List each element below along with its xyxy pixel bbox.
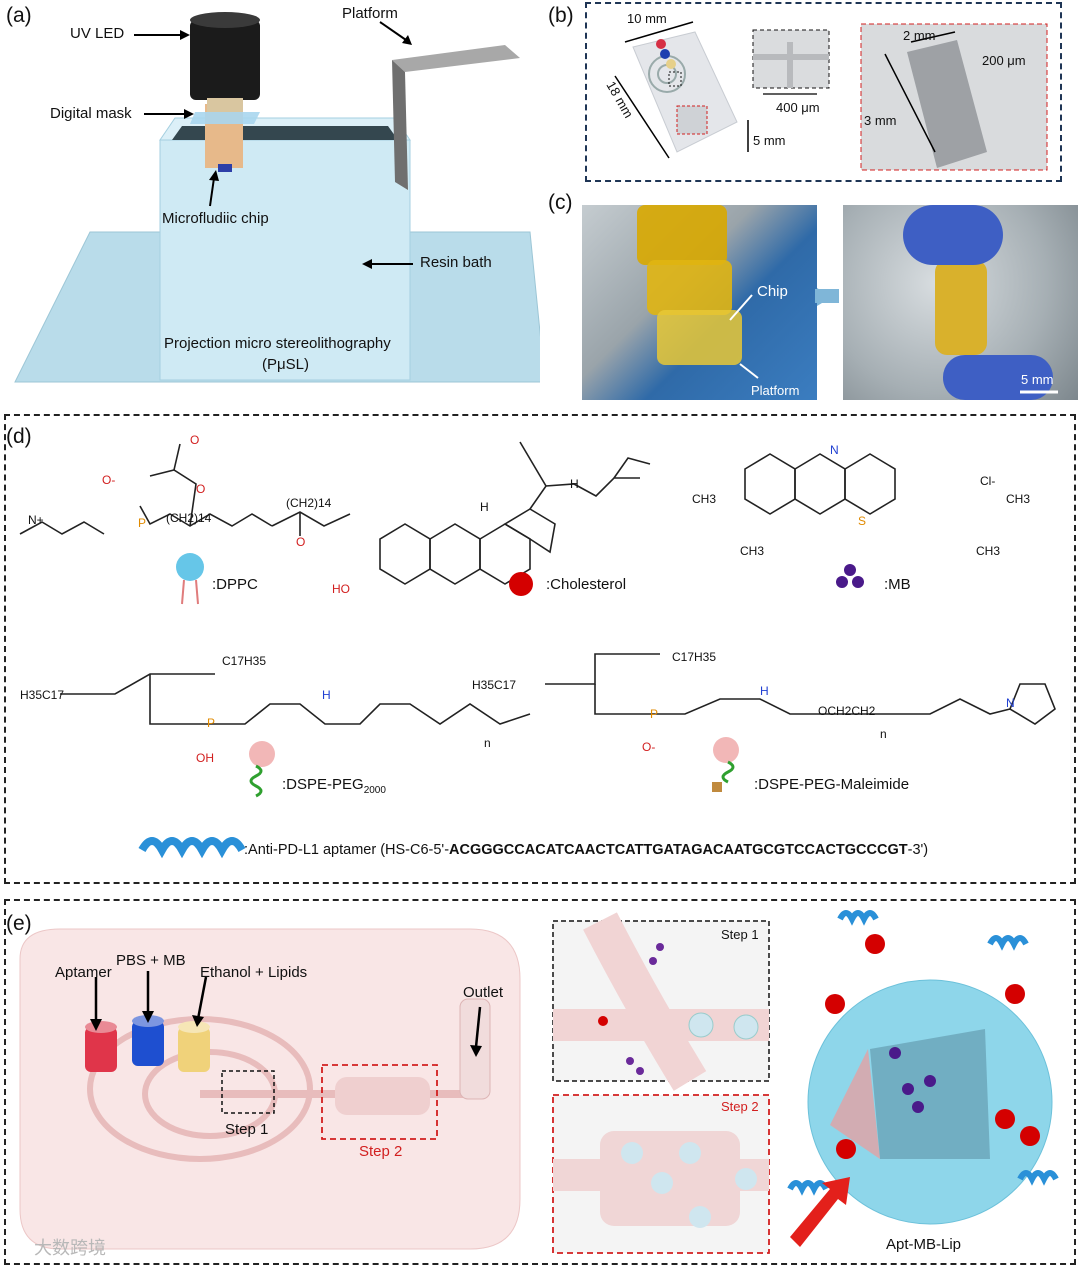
microfluidic-chip-illustration (19, 910, 1059, 1254)
panel-e-label: (e) (6, 912, 32, 935)
chem-h-2: H (480, 500, 489, 514)
panel-d-frame (4, 414, 1076, 884)
step2-zoom-label: Step 2 (721, 1099, 759, 1114)
chem-o-1: O (190, 433, 200, 447)
chem-ch2-14-a: (CH2)14 (166, 511, 212, 525)
chem-ch3-4: CH3 (976, 544, 1001, 558)
cholesterol-icon (509, 572, 533, 596)
chem-n-mb: N (830, 443, 839, 457)
chem-n-plus: N+ (28, 513, 44, 527)
panel-b-frame (585, 2, 1062, 182)
product-label: Apt-MB-Lip (886, 1236, 962, 1253)
legend-dspe-peg-sub: 2000 (363, 785, 386, 796)
panel-b-label: (b) (548, 4, 574, 27)
dim-2mm: 2 mm (903, 28, 936, 43)
inlet-aptamer-label: Aptamer (55, 964, 112, 981)
uv-led-label: UV LED (70, 25, 125, 42)
chem-p-3: P (650, 707, 659, 721)
aptamer-suffix: -3') (907, 842, 929, 858)
platform-photo-label: Platform (751, 383, 800, 398)
chem-oh: OH (196, 751, 214, 765)
legend-icons (138, 553, 864, 859)
step1-chip-label: Step 1 (225, 1121, 269, 1138)
molecular-structures (19, 441, 1056, 725)
chem-c17h35-b: C17H35 (672, 650, 717, 664)
pusl-label-line2: (PμSL) (262, 356, 309, 373)
pusl-label-line1: Projection micro stereolithography (164, 335, 391, 352)
step2-chip-label: Step 2 (359, 1143, 403, 1160)
legend-dspe-mal: :DSPE-PEG-Maleimide (754, 776, 910, 793)
legend-dspe-peg-text: :DSPE-PEG (282, 776, 364, 793)
chem-ch2-14-b: (CH2)14 (286, 496, 332, 510)
scale-bar-label: 5 mm (1021, 372, 1054, 387)
chem-och2ch2: OCH2CH2 (818, 704, 876, 718)
chip-dimension-illustration (614, 21, 1048, 171)
dppc-icon (176, 553, 204, 581)
chem-ch3-3: CH3 (1006, 492, 1031, 506)
pusl-setup-illustration (14, 12, 540, 383)
chem-ch3-2: CH3 (740, 544, 765, 558)
chem-p-1: P (138, 516, 147, 530)
legend-dppc: :DPPC (212, 576, 258, 593)
platform-label: Platform (342, 5, 398, 22)
chem-p-2: P (207, 716, 216, 730)
printed-chips-photo (582, 205, 817, 400)
dim-10mm: 10 mm (627, 11, 667, 26)
chem-o-2: O (196, 482, 206, 496)
chem-ch3-1: CH3 (692, 492, 717, 506)
chem-n-sub-2: n (880, 727, 887, 741)
panel-a-label: (a) (6, 4, 32, 27)
legend-cholesterol: :Cholesterol (546, 576, 627, 593)
outlet-label: Outlet (463, 984, 504, 1001)
digital-mask-label: Digital mask (50, 105, 132, 122)
dim-400um: 400 μm (776, 100, 820, 115)
held-chip-photo (843, 205, 1078, 400)
dim-3mm: 3 mm (864, 113, 897, 128)
panel-e-frame (4, 899, 1076, 1265)
chem-h-1: H (570, 477, 579, 491)
chem-c17h35-a: C17H35 (222, 654, 267, 668)
legend-aptamer: :Anti-PD-L1 aptamer (HS-C6-5'-ACGGGCCACA… (244, 842, 928, 858)
chem-nh-2: H (760, 684, 769, 698)
inlet-ethanol-lipids-label: Ethanol + Lipids (200, 964, 308, 981)
chem-cl: Cl- (980, 474, 996, 488)
chem-o-minus-2: O- (642, 740, 656, 754)
dspe-mal-icon (713, 737, 739, 763)
legend-dspe-peg: :DSPE-PEG2000 (282, 776, 386, 796)
chem-h35c17-b: H35C17 (472, 678, 517, 692)
aptamer-sequence: ACGGGCCACATCAACTCATTGATAGACAATGCGTCCACTG… (449, 842, 908, 858)
chem-o-3: O (296, 535, 306, 549)
chem-s-mb: S (858, 514, 867, 528)
dim-5mm: 5 mm (753, 133, 786, 148)
chem-h35c17-a: H35C17 (20, 688, 65, 702)
transition-arrow (815, 289, 839, 303)
panel-c-label: (c) (548, 191, 573, 214)
resin-bath-label: Resin bath (420, 254, 492, 271)
inlet-pbs-mb-label: PBS + MB (116, 952, 186, 969)
chem-ho: HO (332, 582, 350, 596)
chem-n-mal: N (1006, 696, 1015, 710)
aptamer-prefix: :Anti-PD-L1 aptamer (HS-C6-5'- (244, 842, 450, 858)
dim-200um: 200 μm (982, 53, 1026, 68)
chem-n-sub-1: n (484, 736, 491, 750)
chem-nh-1: H (322, 688, 331, 702)
legend-mb: :MB (884, 576, 911, 593)
panel-d-label: (d) (6, 425, 32, 448)
aptamer-icon (138, 837, 246, 859)
watermark: 大数跨境 (34, 1238, 106, 1258)
step1-zoom-label: Step 1 (721, 927, 759, 942)
chip-photo-label: Chip (757, 283, 788, 300)
chem-o-minus-1: O- (102, 473, 116, 487)
chip-label: Microfludiic chip (162, 210, 269, 227)
dspe-peg-icon (249, 741, 275, 767)
